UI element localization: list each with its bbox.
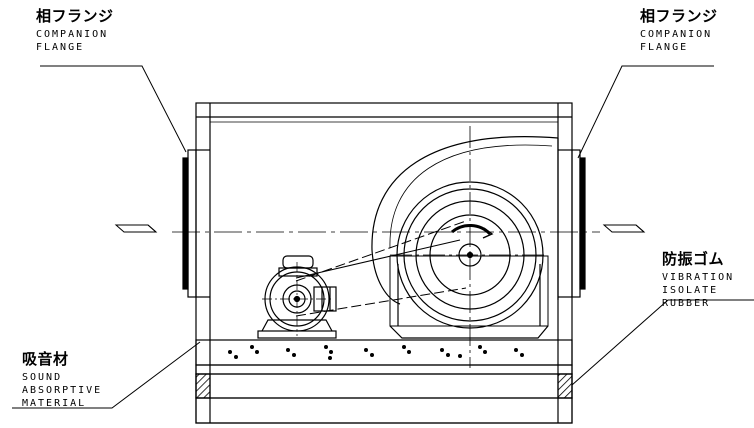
label-en-line: ABSORPTIVE	[22, 385, 103, 396]
cabinet-base	[195, 339, 573, 424]
label-en-line: SOUND	[22, 372, 63, 383]
airflow-arrow-left	[114, 224, 158, 233]
label-en-line: COMPANION	[640, 29, 713, 40]
sound-absorptive-dots	[228, 345, 524, 360]
leader-sound	[12, 341, 201, 409]
fan-wheel	[390, 126, 548, 368]
label-sound-absorptive-material: 吸音材 SOUND ABSORPTIVE MATERIAL	[22, 352, 102, 410]
label-jp: 防振ゴム	[662, 250, 725, 268]
motor	[257, 255, 337, 339]
vibration-isolate-rubber	[195, 373, 573, 399]
label-en-line: ISOLATE	[662, 285, 719, 296]
label-en-line: MATERIAL	[22, 398, 87, 409]
leader-flange-left	[40, 65, 187, 153]
label-jp: 吸音材	[22, 350, 69, 368]
label-vibration-isolate-rubber: 防振ゴム VIBRATION ISOLATE RUBBER	[662, 252, 734, 310]
fan-scroll-housing	[371, 136, 559, 305]
label-en-line: FLANGE	[640, 42, 689, 53]
airflow-arrow-right	[602, 224, 646, 233]
label-en-line: FLANGE	[36, 42, 85, 53]
label-jp: 相フランジ	[36, 7, 114, 25]
label-en-line: COMPANION	[36, 29, 109, 40]
leader-vibration	[571, 299, 754, 386]
cabinet-frame	[195, 102, 573, 424]
label-en-line: RUBBER	[662, 298, 711, 309]
label-companion-flange-left: 相フランジ COMPANION FLANGE	[36, 9, 114, 54]
leader-flange-right	[577, 65, 714, 159]
label-jp: 相フランジ	[640, 7, 718, 25]
label-companion-flange-right: 相フランジ COMPANION FLANGE	[640, 9, 718, 54]
right-companion-flange	[558, 149, 586, 298]
label-en-line: VIBRATION	[662, 272, 735, 283]
left-companion-flange	[182, 149, 210, 298]
fan-stand	[389, 255, 549, 339]
